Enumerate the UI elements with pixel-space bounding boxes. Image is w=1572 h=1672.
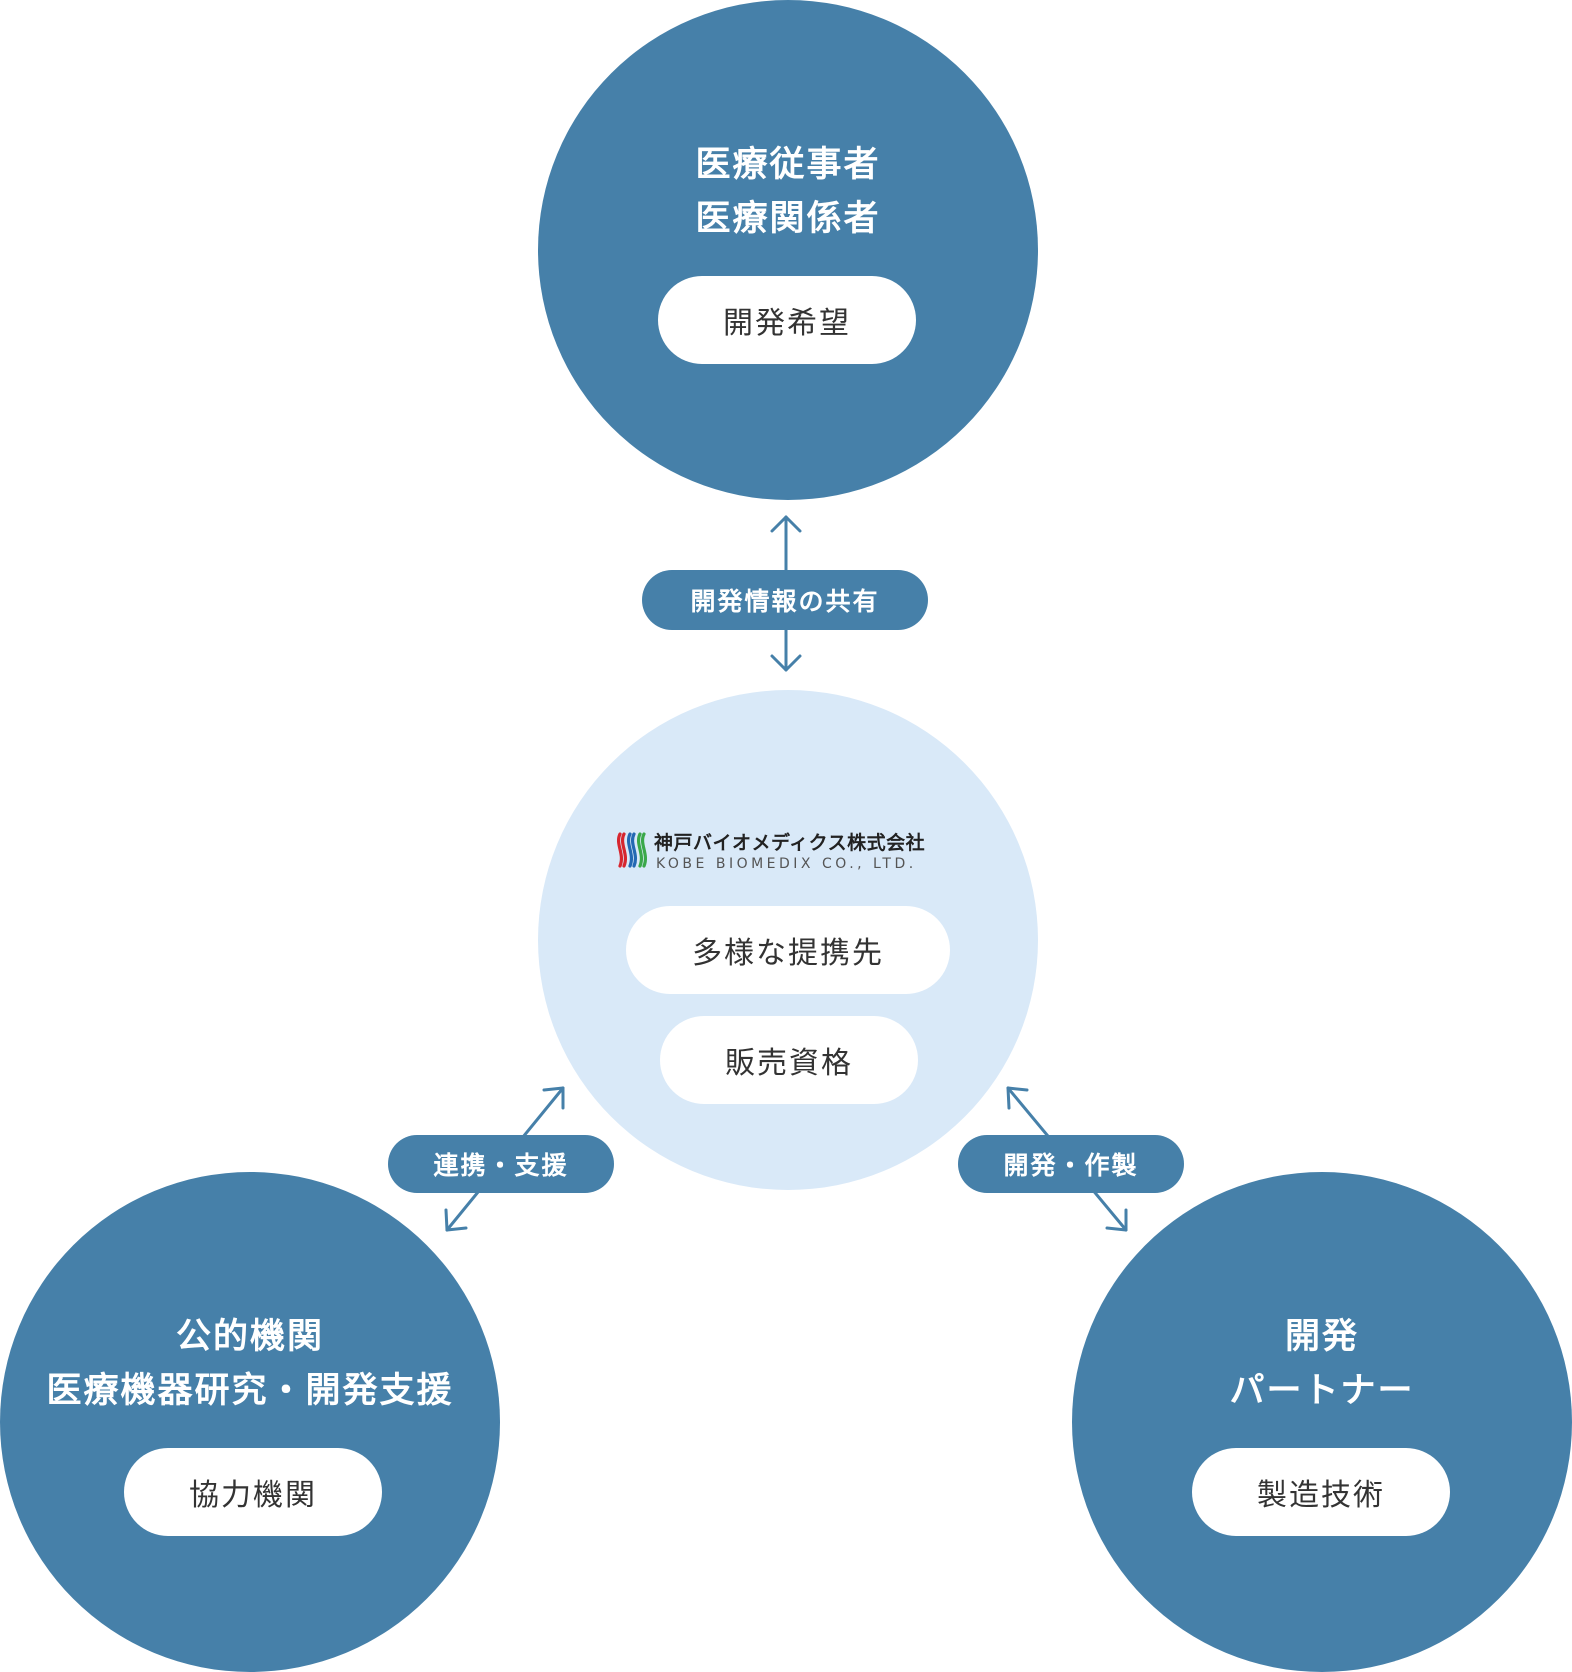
node-right-title: 開発 パートナー bbox=[1072, 1310, 1572, 1418]
arrow-left-head-bottom bbox=[444, 1208, 468, 1232]
node-public-institutions: 公的機関 医療機器研究・開発支援 協力機関 bbox=[0, 1172, 500, 1672]
company-logo: 神戸バイオメディクス株式会社 KOBE BIOMEDIX CO., LTD. bbox=[616, 828, 925, 876]
node-right-title-line1: 開発 bbox=[1284, 1317, 1359, 1357]
link-label-cooperation-support: 連携・支援 bbox=[388, 1135, 614, 1193]
node-left-title-line2: 医療機器研究・開発支援 bbox=[46, 1371, 454, 1411]
node-right-title-line2: パートナー bbox=[1229, 1371, 1415, 1411]
node-left-pill: 協力機関 bbox=[124, 1448, 382, 1536]
arrow-right-head-bottom bbox=[1105, 1208, 1128, 1232]
node-top-title-line1: 医療従事者 bbox=[695, 145, 881, 185]
link-label-info-sharing: 開発情報の共有 bbox=[642, 570, 928, 630]
node-kobe-biomedix: 神戸バイオメディクス株式会社 KOBE BIOMEDIX CO., LTD. 多… bbox=[538, 690, 1038, 1190]
company-name-ja: 神戸バイオメディクス株式会社 bbox=[654, 832, 926, 854]
company-name-en: KOBE BIOMEDIX CO., LTD. bbox=[656, 856, 917, 872]
node-development-partners: 開発 パートナー 製造技術 bbox=[1072, 1172, 1572, 1672]
arrow-left-head-top bbox=[542, 1086, 565, 1110]
node-top-pill: 開発希望 bbox=[658, 276, 916, 364]
link-label-development-production: 開発・作製 bbox=[958, 1135, 1184, 1193]
node-left-title: 公的機関 医療機器研究・開発支援 bbox=[0, 1310, 500, 1418]
node-right-pill: 製造技術 bbox=[1192, 1448, 1450, 1536]
node-top-title-line2: 医療関係者 bbox=[695, 199, 881, 239]
node-center-pill-license: 販売資格 bbox=[660, 1016, 918, 1104]
node-left-title-line1: 公的機関 bbox=[175, 1317, 324, 1357]
arrow-right-head-top bbox=[1006, 1086, 1029, 1110]
company-logo-icon bbox=[616, 832, 648, 868]
arrow-top-head-up bbox=[770, 515, 802, 533]
arrow-top-head-down bbox=[770, 654, 802, 672]
node-center-pill-partners: 多様な提携先 bbox=[626, 906, 950, 994]
node-medical-professionals: 医療従事者 医療関係者 開発希望 bbox=[538, 0, 1038, 500]
node-top-title: 医療従事者 医療関係者 bbox=[538, 138, 1038, 246]
